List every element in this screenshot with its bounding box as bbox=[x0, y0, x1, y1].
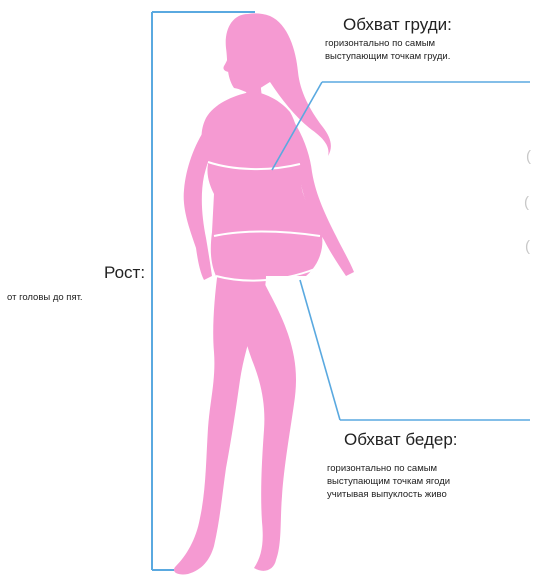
chest-measure-description: горизонтально по самым выступающим точка… bbox=[325, 37, 525, 63]
hips-desc-line-1: горизонтально по самым bbox=[327, 462, 533, 475]
hips-pointer-line bbox=[300, 280, 340, 420]
edge-fragment: ( bbox=[526, 148, 531, 165]
hips-measure-title: Обхват бедер: bbox=[344, 430, 458, 450]
edge-fragment: ( bbox=[525, 238, 530, 255]
hips-desc-line-3: учитывая выпуклость живо bbox=[327, 488, 533, 501]
chest-measure-title: Обхват груди: bbox=[343, 15, 452, 35]
hips-desc-line-2: выступающим точкам ягоди bbox=[327, 475, 533, 488]
height-measure-description: от головы до пят. bbox=[7, 291, 83, 304]
hips-measure-description: горизонтально по самым выступающим точка… bbox=[327, 462, 533, 501]
edge-fragment: ( bbox=[524, 194, 529, 211]
chest-desc-line-1: горизонтально по самым bbox=[325, 37, 525, 50]
height-measure-title: Рост: bbox=[104, 263, 145, 283]
chest-desc-line-2: выступающим точкам груди. bbox=[325, 50, 525, 63]
